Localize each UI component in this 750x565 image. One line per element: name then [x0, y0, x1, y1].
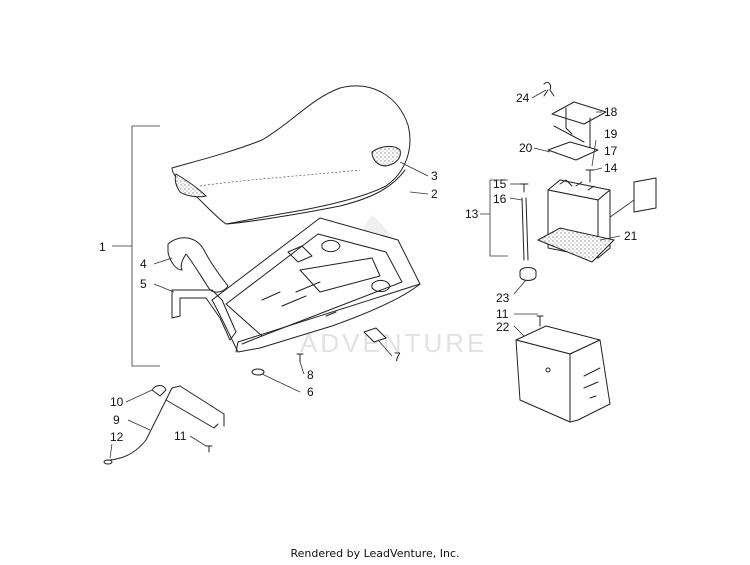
leader-14 — [593, 167, 603, 171]
leader-decal — [605, 199, 635, 221]
part-8-screw — [296, 353, 304, 363]
watermark-text: ADVENTURE — [300, 328, 487, 358]
callout-14: 14 — [604, 161, 618, 175]
seat-base — [211, 217, 421, 353]
callout-17: 17 — [604, 144, 618, 158]
leader-2 — [409, 191, 429, 195]
leader-11a — [189, 435, 207, 447]
battery-box — [515, 315, 611, 423]
callout-15: 15 — [493, 177, 507, 191]
leader-19 — [591, 139, 597, 167]
bracket-1 — [112, 125, 160, 367]
part-6-washer — [251, 368, 265, 376]
callout-5: 5 — [140, 277, 147, 291]
callout-11a: 11 — [174, 429, 187, 443]
leader-24 — [531, 89, 547, 99]
bracket-13 — [480, 179, 508, 257]
callout-2: 2 — [431, 187, 438, 201]
strap-clip — [543, 81, 555, 97]
callout-16: 16 — [493, 192, 507, 206]
seat-cover — [171, 85, 411, 225]
battery-strap — [551, 101, 607, 151]
leader-4 — [153, 257, 173, 265]
callout-13: 13 — [465, 207, 479, 221]
leader-7 — [377, 339, 393, 357]
leader-21 — [599, 235, 621, 241]
callout-22: 22 — [496, 320, 510, 334]
callout-21: 21 — [624, 229, 638, 243]
seat-pad — [167, 237, 229, 293]
battery-decal — [633, 177, 657, 213]
leader-12 — [109, 443, 113, 459]
leader-23 — [513, 279, 527, 295]
callout-1: 1 — [99, 240, 106, 254]
leader-5 — [153, 283, 175, 293]
callout-20: 20 — [519, 141, 533, 155]
battery-mat — [536, 227, 615, 263]
callout-24: 24 — [516, 91, 530, 105]
callout-11b: 11 — [496, 307, 509, 321]
seat-bracket — [171, 289, 237, 341]
leader-16 — [509, 197, 523, 201]
seat-support-rod — [103, 385, 225, 465]
part-7-plate — [363, 327, 387, 343]
leader-6 — [261, 373, 301, 393]
vent-cap — [519, 267, 537, 281]
callout-23: 23 — [496, 291, 510, 305]
leader-3 — [399, 161, 429, 177]
battery-terminal-screw — [585, 169, 595, 183]
callout-7: 7 — [394, 350, 401, 364]
callout-10: 10 — [110, 395, 124, 409]
callout-12: 12 — [110, 430, 124, 444]
callout-4: 4 — [140, 257, 147, 271]
callout-8: 8 — [307, 368, 314, 382]
leader-8 — [299, 361, 305, 375]
footer-credit: Rendered by LeadVenture, Inc. — [290, 547, 460, 560]
leader-20 — [533, 147, 551, 153]
callout-3: 3 — [431, 169, 438, 183]
leader-10 — [125, 389, 153, 403]
battery-pad-20 — [547, 141, 599, 161]
callout-6: 6 — [307, 385, 314, 399]
leader-9 — [127, 419, 151, 431]
callout-9: 9 — [113, 413, 120, 427]
callout-18: 18 — [604, 105, 618, 119]
vent-tube — [521, 197, 529, 261]
leader-22 — [513, 325, 525, 337]
callout-19: 19 — [604, 127, 618, 141]
battery-terminal-screw-2 — [519, 183, 529, 193]
